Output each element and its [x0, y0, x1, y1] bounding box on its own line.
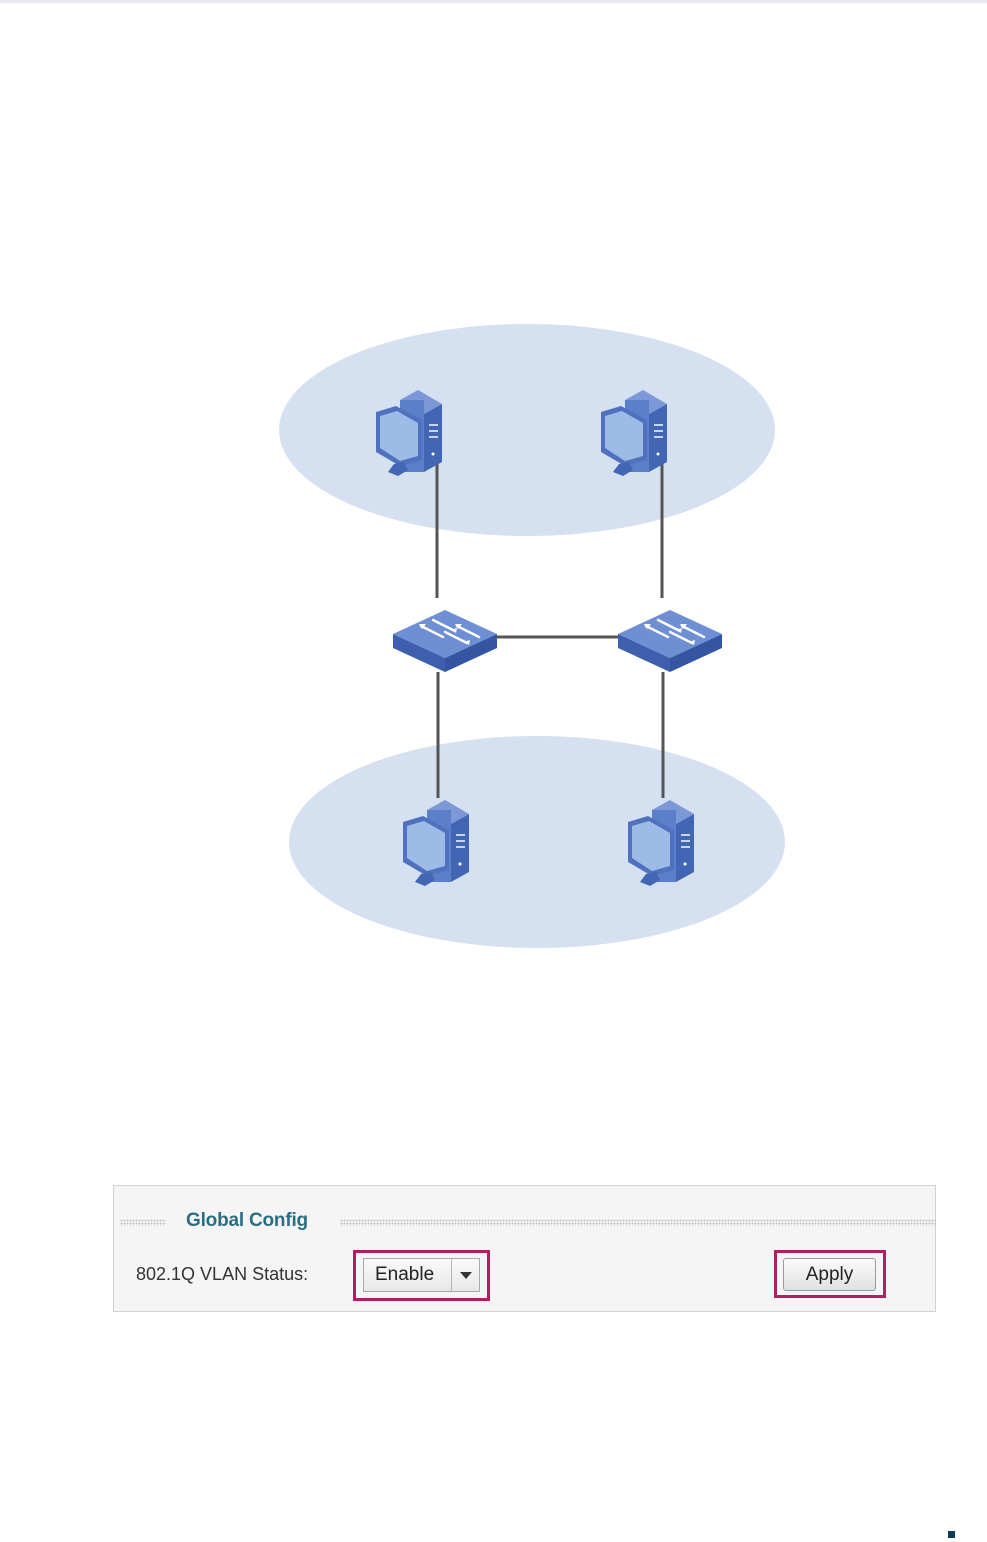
bottom-zone: [289, 736, 785, 948]
title-divider: [120, 1219, 166, 1226]
apply-button[interactable]: Apply: [783, 1258, 876, 1291]
dropdown-arrow-icon[interactable]: [451, 1259, 479, 1291]
title-divider: [340, 1219, 936, 1226]
switch-icon: [393, 610, 497, 672]
switch-icon: [618, 610, 722, 672]
vlan-status-value: Enable: [364, 1259, 451, 1291]
panel-title: Global Config: [186, 1210, 308, 1232]
network-diagram: [0, 0, 987, 1000]
vlan-status-select[interactable]: Enable: [363, 1258, 480, 1292]
page-corner-marker: [948, 1531, 955, 1538]
top-zone: [279, 324, 775, 536]
vlan-status-label: 802.1Q VLAN Status:: [136, 1264, 308, 1285]
global-config-panel: Global Config 802.1Q VLAN Status: Enable…: [113, 1185, 936, 1312]
